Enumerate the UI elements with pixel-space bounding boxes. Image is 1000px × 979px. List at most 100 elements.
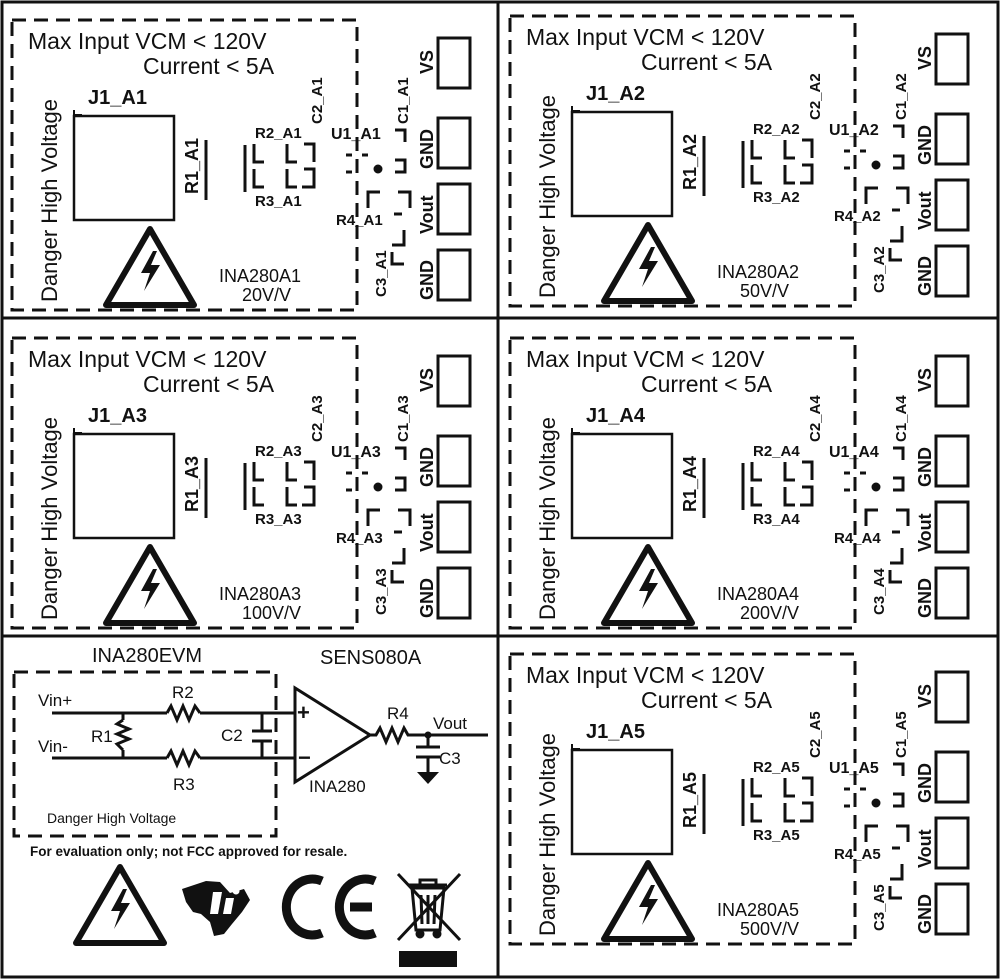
vs-pin-label: VS (915, 46, 935, 70)
high-voltage-warning-icon (604, 863, 692, 939)
danger-label: Danger High Voltage (37, 99, 62, 302)
j1-pin1-marker (571, 106, 580, 112)
gnd2-pin-label: GND (915, 256, 935, 296)
r4-footprint (864, 508, 910, 534)
c1-footprint (395, 446, 407, 492)
gain-panel-2: Max Input VCM < 120V Current < 5A Danger… (508, 14, 970, 308)
u1-footprint (844, 149, 881, 170)
r3-label: R3_A4 (753, 511, 800, 528)
r1-label: R1_A4 (680, 456, 700, 512)
c3-label: C3_A1 (373, 250, 390, 297)
j1-label: J1_A4 (586, 405, 646, 427)
vcm-label: Max Input VCM < 120V (28, 346, 267, 372)
r2-r3-footprints (741, 138, 814, 188)
r4-label: R4 (387, 704, 409, 723)
c3-footprint (390, 230, 406, 266)
u1-label: U1_A1 (331, 126, 381, 143)
gnd2-pin-label: GND (915, 578, 935, 618)
ic-label: INA280 (309, 777, 366, 796)
gnd2-pin-pad (934, 882, 970, 936)
j1-label: J1_A3 (88, 405, 147, 427)
vs-pin-label: VS (915, 684, 935, 708)
c3-footprint (888, 864, 904, 900)
c2-label: C2_A2 (807, 73, 824, 120)
current-label: Current < 5A (143, 53, 275, 79)
vs-pin-label: VS (417, 368, 437, 392)
c1-label: C1_A2 (893, 73, 910, 120)
r4-label: R4_A1 (336, 212, 383, 229)
c1-footprint (395, 128, 407, 174)
r3-label: R3_A5 (753, 827, 800, 844)
r1-label: R1_A3 (182, 456, 202, 512)
c3-label: C3 (439, 749, 461, 768)
u1-footprint (844, 787, 881, 808)
gnd-pin-label: GND (915, 125, 935, 165)
gnd2-pin-pad (436, 248, 472, 302)
gain-panel-1: Max Input VCM < 120V Current < 5A Danger… (10, 18, 472, 312)
high-voltage-warning-icon (106, 547, 194, 623)
r2-r3-footprints (243, 460, 316, 510)
vs-pin-label: VS (417, 50, 437, 74)
part-label: INA280A4 (717, 584, 799, 604)
r2-r3-footprints (243, 142, 316, 192)
vout-pin-pad (934, 816, 970, 870)
r4-label: R4_A3 (336, 530, 383, 547)
r4-footprint (366, 190, 412, 216)
vs-pin-pad (436, 354, 472, 408)
r4-label: R4_A4 (834, 530, 881, 547)
j1-pin1-marker (73, 110, 82, 116)
gnd-pin-pad (934, 434, 970, 488)
schematic-title: INA280EVM (92, 645, 202, 667)
vout-pin-pad (436, 182, 472, 236)
u1-label: U1_A2 (829, 122, 879, 139)
gain-panel-5: Max Input VCM < 120V Current < 5A Danger… (508, 652, 970, 946)
vs-pin-pad (436, 36, 472, 90)
r4-label: R4_A2 (834, 208, 881, 225)
r2-label: R2_A3 (255, 443, 302, 460)
keepout-outline (10, 18, 359, 312)
j1-pin1-marker (73, 428, 82, 434)
current-label: Current < 5A (641, 371, 773, 397)
c3-footprint (888, 226, 904, 262)
gnd2-pin-label: GND (417, 260, 437, 300)
vcm-label: Max Input VCM < 120V (526, 346, 765, 372)
ti-logo-icon (182, 881, 250, 936)
gain-panels: Max Input VCM < 120V Current < 5A Danger… (10, 14, 970, 946)
evaluation-note: For evaluation only; not FCC approved fo… (30, 844, 347, 859)
vout-pin-pad (436, 500, 472, 554)
keepout-outline (508, 336, 857, 630)
schematic-danger-label: Danger High Voltage (47, 810, 176, 826)
gain-label: 200V/V (740, 603, 799, 623)
vs-pin-pad (934, 670, 970, 724)
current-label: Current < 5A (143, 371, 275, 397)
gain-label: 500V/V (740, 919, 799, 939)
gnd2-pin-label: GND (915, 894, 935, 934)
c3-label: C3_A3 (373, 568, 390, 615)
j1-connector-outline (570, 110, 674, 218)
r3-label: R3_A3 (255, 511, 302, 528)
gnd2-pin-label: GND (417, 578, 437, 618)
schematic-subtitle: SENS080A (320, 647, 422, 669)
r4-footprint (366, 508, 412, 534)
c1-label: C1_A3 (395, 395, 412, 442)
r2-label: R2_A4 (753, 443, 800, 460)
u1-label: U1_A5 (829, 760, 879, 777)
r4-footprint (864, 186, 910, 212)
vout-label: Vout (433, 714, 467, 733)
part-label: INA280A2 (717, 262, 799, 282)
c1-label: C1_A4 (893, 395, 910, 442)
r1-label: R1_A2 (680, 134, 700, 190)
gnd-pin-label: GND (915, 447, 935, 487)
u1-label: U1_A4 (829, 444, 879, 461)
r4-label: R4_A5 (834, 846, 881, 863)
c3-label: C3_A5 (871, 884, 888, 931)
gnd-pin-pad (934, 750, 970, 804)
current-label: Current < 5A (641, 687, 773, 713)
r3-label: R3 (173, 775, 195, 794)
c2-label: C2_A4 (807, 395, 824, 442)
vs-pin-pad (934, 354, 970, 408)
schematic-keepout-outline (12, 670, 278, 838)
gnd-pin-label: GND (417, 447, 437, 487)
gnd-pin-pad (436, 116, 472, 170)
danger-label: Danger High Voltage (535, 95, 560, 298)
